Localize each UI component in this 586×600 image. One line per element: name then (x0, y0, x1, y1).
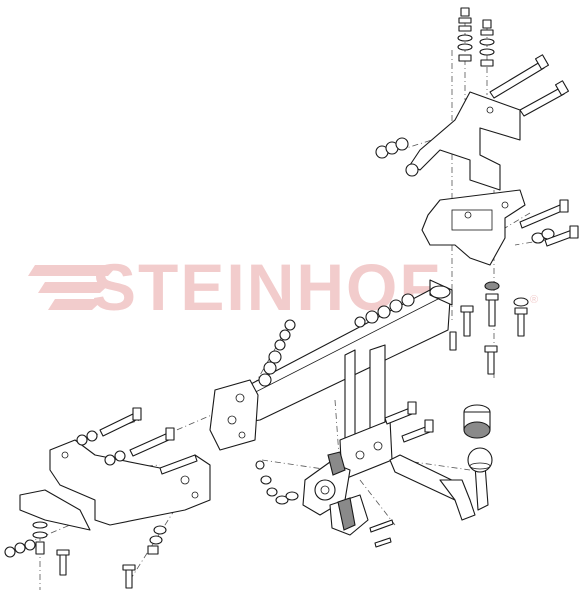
logo-swoosh-icon (28, 265, 118, 310)
steinhof-logo: STEINHOF ® (28, 250, 538, 324)
right-mid-bolts (519, 199, 579, 247)
lower-left-side-bracket (19, 439, 211, 531)
logo-registered-mark: ® (530, 294, 538, 306)
upper-left-nut-washer-stack (375, 137, 419, 177)
top-bolt-stack-2 (479, 19, 495, 67)
top-long-bolt-1 (489, 54, 550, 99)
crossbar-right-nut-stack (354, 293, 415, 328)
crossbar-left-end-plate (209, 379, 259, 451)
left-small-nut-stack (255, 460, 299, 505)
center-drop-bracket (339, 344, 393, 481)
socket-screws (369, 519, 394, 548)
tow-ball-cover (463, 404, 491, 439)
crossbar-nut-washer-stack (258, 319, 296, 387)
upper-right-mounting-bracket (409, 91, 526, 266)
towball-neck (389, 454, 489, 521)
lower-left-bolt-stack (4, 521, 70, 576)
socket-housing (329, 494, 369, 536)
top-long-bolt-2 (519, 80, 570, 117)
left-bracket-bolts (76, 407, 198, 475)
tow-ball (467, 447, 493, 473)
lower-center-bolt-stack (122, 525, 167, 589)
drop-bracket-bolts (384, 401, 434, 443)
top-bolt-stack-1 (457, 7, 473, 62)
lower-bracket-bolts (449, 281, 529, 375)
